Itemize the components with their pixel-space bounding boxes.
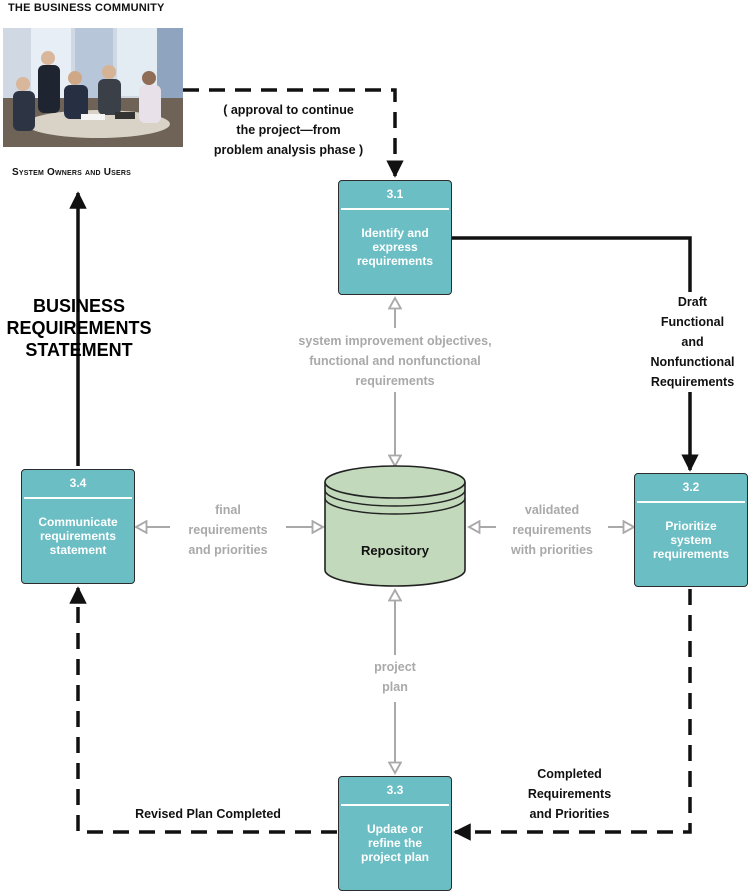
repository-label: Repository: [361, 543, 429, 558]
process-3-3-id: 3.3: [386, 783, 404, 797]
process-3-1-name: Identify and express requirements: [356, 226, 434, 268]
flow-approval-line: [183, 88, 404, 178]
process-3-1-divider: [341, 208, 449, 210]
process-3-2-name: Prioritize system requirements: [652, 519, 730, 561]
process-3-1-id: 3.1: [386, 187, 404, 201]
flow-revised-label: Revised Plan Completed: [135, 807, 281, 821]
flow-revised-line: [69, 586, 337, 834]
flow-final-label: final requirements and priorities: [170, 500, 286, 560]
flow-objectives-label: system improvement objectives, functiona…: [270, 331, 520, 391]
process-3-4-divider: [24, 497, 132, 499]
process-3-4-name: Communicate requirements statement: [38, 515, 118, 557]
flow-completed-line: [453, 589, 692, 841]
process-3-2-divider: [637, 501, 745, 503]
process-3-3-divider: [341, 804, 449, 806]
flow-validated-label: validated requirements with priorities: [496, 500, 608, 560]
business-requirements-statement-label: BUSINESS REQUIREMENTS STATEMENT: [6, 296, 152, 360]
process-3-4-id: 3.4: [69, 476, 87, 490]
process-3-1: 3.1 Identify and express requirements: [338, 180, 452, 295]
business-meeting-photo: [3, 28, 183, 147]
flow-draft-label: Draft Functional and Nonfunctional Requi…: [640, 292, 745, 392]
process-3-2-id: 3.2: [682, 480, 700, 494]
flow-completed-label: Completed Requirements and Priorities: [512, 764, 627, 824]
flow-project-plan-label: project plan: [355, 657, 435, 697]
process-3-4: 3.4 Communicate requirements statement: [21, 469, 135, 584]
flow-approval-label: ( approval to continue the project—from …: [196, 100, 381, 160]
process-3-3-name: Update or refine the project plan: [360, 822, 429, 864]
repository-store: [324, 465, 466, 587]
business-community-title: THE BUSINESS COMMUNITY: [8, 2, 165, 14]
process-3-3: 3.3 Update or refine the project plan: [338, 776, 452, 891]
system-owners-users-label: System Owners and Users: [12, 167, 132, 178]
flow-draft-line-top: [452, 236, 692, 292]
process-3-2: 3.2 Prioritize system requirements: [634, 473, 748, 587]
